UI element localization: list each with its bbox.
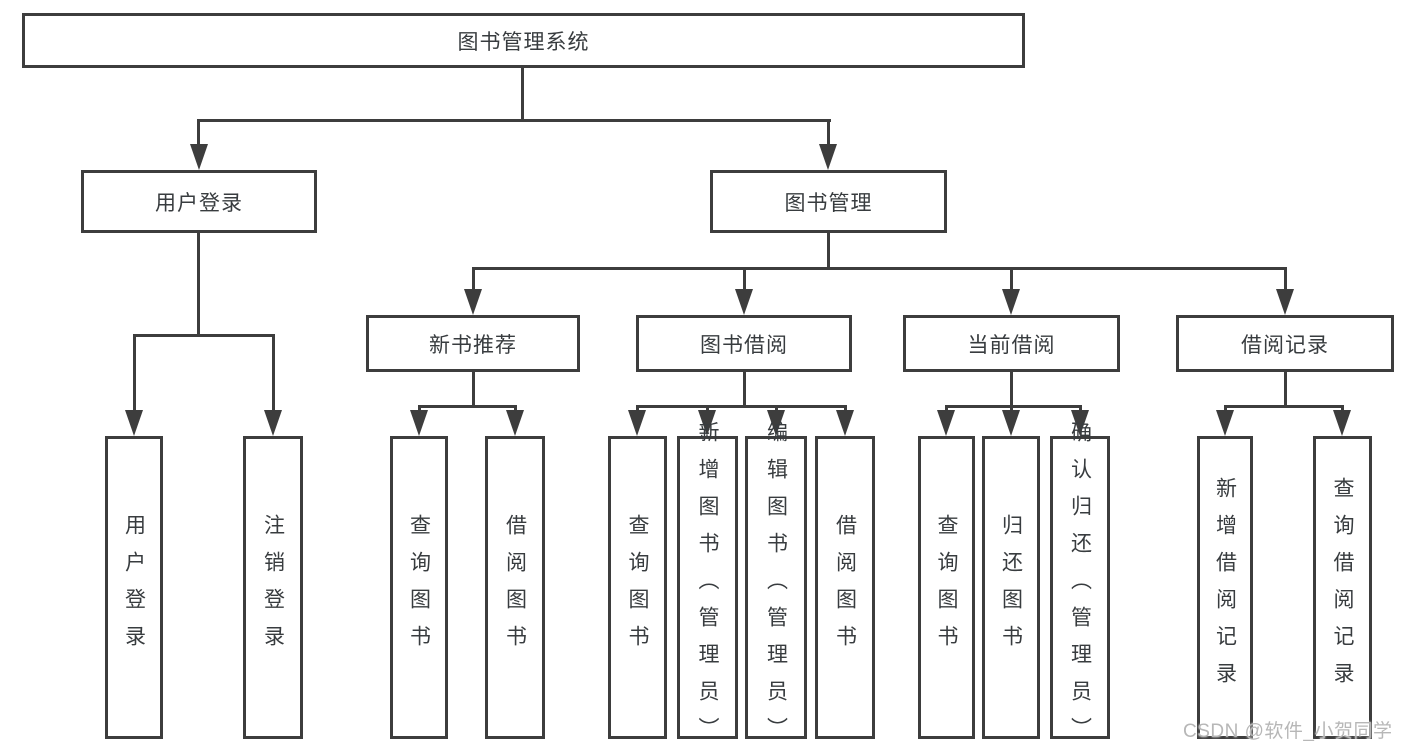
leaf-bb-borrow-book: 借阅图书 — [815, 436, 875, 739]
arrowhead-icon — [1216, 410, 1234, 436]
connector-nbr-fork — [418, 405, 517, 408]
node-label: 查询图书 — [407, 513, 431, 662]
connector-book-management-stem — [827, 233, 830, 269]
connector-drop-leaf-user-login — [133, 336, 136, 414]
node-label: 归还图书 — [999, 513, 1023, 662]
node-label: 确认归还（管理员） — [1068, 421, 1092, 747]
csdn-watermark: CSDN @软件_小贺同学 — [1183, 721, 1393, 742]
node-label: 新增借阅记录 — [1213, 476, 1237, 699]
node-label: 新书推荐 — [429, 333, 517, 357]
connector-drop-borrow-record — [1284, 269, 1287, 291]
arrowhead-icon — [937, 410, 955, 436]
node-label: 用户登录 — [155, 191, 243, 215]
leaf-cb-query-book: 查询图书 — [918, 436, 975, 739]
node-label: 查询借阅记录 — [1331, 476, 1354, 699]
arrowhead-icon — [628, 410, 646, 436]
connector-cb-fork — [945, 405, 1082, 408]
node-label: 借阅记录 — [1241, 333, 1329, 357]
node-label: 查询图书 — [626, 513, 649, 662]
connector-user-login-fork — [133, 334, 275, 337]
node-root-library-system: 图书管理系统 — [22, 13, 1025, 68]
leaf-user-login: 用户登录 — [105, 436, 163, 739]
arrowhead-icon — [1071, 410, 1089, 436]
node-new-book-recommend: 新书推荐 — [366, 315, 580, 372]
node-label: 图书借阅 — [700, 333, 788, 357]
connector-drop-current-borrow — [1010, 269, 1013, 291]
leaf-cb-confirm-return-admin: 确认归还（管理员） — [1050, 421, 1110, 747]
arrowhead-icon — [190, 144, 208, 170]
arrowhead-icon — [464, 289, 482, 315]
arrowhead-icon — [264, 410, 282, 436]
node-label: 当前借阅 — [967, 333, 1056, 357]
node-label: 新增图书（管理员） — [696, 421, 719, 747]
leaf-cb-return-book: 归还图书 — [982, 436, 1040, 739]
connector-br-stem — [1284, 372, 1287, 407]
leaf-nbr-borrow-book: 借阅图书 — [485, 436, 545, 739]
node-label: 编辑图书（管理员） — [764, 421, 788, 747]
connector-bb-fork — [636, 405, 847, 408]
arrowhead-icon — [1276, 289, 1294, 315]
connector-root-fork — [197, 119, 831, 122]
arrowhead-icon — [1002, 289, 1020, 315]
arrowhead-icon — [836, 410, 854, 436]
connector-cb-stem — [1010, 372, 1013, 407]
arrowhead-icon — [506, 410, 524, 436]
node-book-borrow: 图书借阅 — [636, 315, 852, 372]
node-user-login: 用户登录 — [81, 170, 317, 233]
connector-bb-stem — [743, 372, 746, 407]
leaf-bb-add-book-admin: 新增图书（管理员） — [677, 421, 738, 747]
node-label: 图书管理 — [784, 191, 873, 215]
arrowhead-icon — [819, 144, 837, 170]
connector-root-stem — [521, 68, 524, 121]
arrowhead-icon — [767, 410, 785, 436]
node-book-management: 图书管理 — [710, 170, 947, 233]
node-label: 图书管理系统 — [457, 30, 590, 54]
connector-br-fork — [1224, 405, 1344, 408]
arrowhead-icon — [1333, 410, 1351, 436]
connector-drop-leaf-logout — [272, 336, 275, 414]
leaf-br-add-record: 新增借阅记录 — [1197, 436, 1253, 739]
node-current-borrow: 当前借阅 — [903, 315, 1120, 372]
node-label: 查询图书 — [935, 513, 958, 662]
connector-drop-new-book-recommend — [472, 269, 475, 291]
connector-drop-user-login — [197, 121, 200, 149]
arrowhead-icon — [1002, 410, 1020, 436]
leaf-logout-login: 注销登录 — [243, 436, 303, 739]
leaf-br-query-record: 查询借阅记录 — [1313, 436, 1372, 739]
arrowhead-icon — [125, 410, 143, 436]
node-borrow-record: 借阅记录 — [1176, 315, 1394, 372]
leaf-bb-query-book: 查询图书 — [608, 436, 667, 739]
connector-nbr-stem — [472, 372, 475, 407]
connector-drop-book-borrow — [743, 269, 746, 291]
leaf-nbr-query-book: 查询图书 — [390, 436, 448, 739]
connector-user-login-stem — [197, 233, 200, 336]
connector-book-management-fork — [472, 267, 1287, 270]
node-label: 用户登录 — [122, 513, 146, 662]
node-label: 注销登录 — [261, 513, 285, 662]
arrowhead-icon — [735, 289, 753, 315]
connector-drop-book-management — [827, 121, 830, 149]
node-label: 借阅图书 — [503, 513, 527, 662]
arrowhead-icon — [410, 410, 428, 436]
arrowhead-icon — [698, 410, 716, 436]
node-label: 借阅图书 — [833, 513, 857, 662]
leaf-bb-edit-book-admin: 编辑图书（管理员） — [745, 421, 807, 747]
